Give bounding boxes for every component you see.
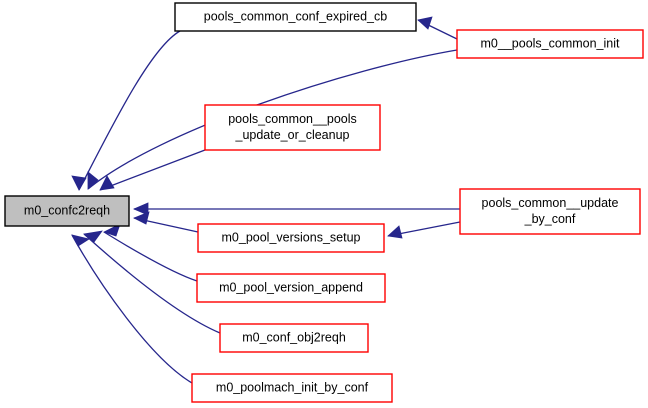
edges-layer [71, 16, 461, 384]
node-label: m0__pools_common_init [481, 36, 620, 50]
arrowhead-icon [71, 234, 91, 247]
node-label: pools_common_conf_expired_cb [204, 9, 387, 23]
node-m0_confc2reqh: m0_confc2reqh [4, 195, 130, 227]
node-pools_common__pools_update_or_cleanup[interactable]: pools_common__pools _update_or_cleanup [204, 104, 381, 151]
node-box [174, 2, 417, 32]
node-label: m0_confc2reqh [24, 203, 110, 217]
edge-m0_poolmach_init_by_conf-to-m0_confc2reqh [71, 234, 193, 384]
node-label: pools_common__pools [228, 112, 357, 126]
edge-m0__pools_common_init-to-m0_confc2reqh [87, 49, 458, 190]
nodes-layer: m0_confc2reqh pools_common_conf_expired_c… [4, 2, 644, 403]
edge-pools_common__pools_update_or_cleanup-to-m0_confc2reqh [99, 149, 206, 191]
node-m0_pool_version_append[interactable]: m0_pool_version_append [196, 273, 386, 303]
edge-m0_pool_version_append-to-m0_confc2reqh [102, 223, 198, 282]
node-m0_conf_obj2reqh[interactable]: m0_conf_obj2reqh [219, 323, 369, 353]
node-box[interactable] [459, 188, 641, 235]
node-box [4, 195, 130, 227]
arrowhead-icon [99, 175, 115, 191]
arrowhead-icon [417, 16, 433, 30]
edge-line [103, 231, 198, 282]
arrowhead-icon [132, 202, 149, 216]
node-pools_common__update_by_conf[interactable]: pools_common__update _by_conf [459, 188, 641, 235]
node-label: m0_pool_versions_setup [222, 230, 361, 244]
arrowhead-icon [87, 171, 99, 190]
edge-line [99, 149, 206, 191]
node-box[interactable] [191, 373, 393, 403]
arrowhead-icon [133, 211, 150, 225]
edge-line [83, 233, 221, 334]
edge-m0_pool_versions_setup-to-m0_confc2reqh [133, 211, 199, 233]
arrowhead-icon [71, 175, 87, 191]
node-label: m0_conf_obj2reqh [242, 330, 346, 344]
node-box[interactable] [219, 323, 369, 353]
arrowhead-icon [83, 230, 103, 243]
arrowhead-icon [387, 225, 403, 239]
node-box[interactable] [197, 223, 385, 253]
node-box[interactable] [196, 273, 386, 303]
edge-line [87, 49, 458, 190]
node-box[interactable] [456, 29, 644, 59]
node-box[interactable] [204, 104, 381, 151]
node-m0_pool_versions_setup[interactable]: m0_pool_versions_setup [197, 223, 385, 253]
node-label: m0_poolmach_init_by_conf [216, 380, 369, 394]
edge-line [71, 234, 193, 384]
node-pools_common_conf_expired_cb: pools_common_conf_expired_cb [174, 2, 417, 32]
edge-m0_conf_obj2reqh-to-m0_confc2reqh [83, 230, 221, 334]
edge-pools_common__update_by_conf-to-m0_pool_versions_setup [387, 221, 461, 239]
edge-pools_common_conf_expired_cb-to-m0_confc2reqh [71, 30, 181, 191]
edge-pools_common__update_by_conf-to-m0_confc2reqh [132, 202, 460, 216]
node-label: _update_or_cleanup [235, 128, 350, 142]
node-m0_poolmach_init_by_conf[interactable]: m0_poolmach_init_by_conf [191, 373, 393, 403]
node-m0__pools_common_init[interactable]: m0__pools_common_init [456, 29, 644, 59]
node-label: m0_pool_version_append [219, 280, 363, 294]
arrowhead-icon [102, 223, 121, 237]
edge-line [78, 30, 181, 191]
node-label: pools_common__update [482, 196, 619, 210]
edge-m0__pools_common_init-to-pools_common_conf_expired_cb [417, 16, 458, 40]
node-label: _by_conf [524, 212, 576, 226]
